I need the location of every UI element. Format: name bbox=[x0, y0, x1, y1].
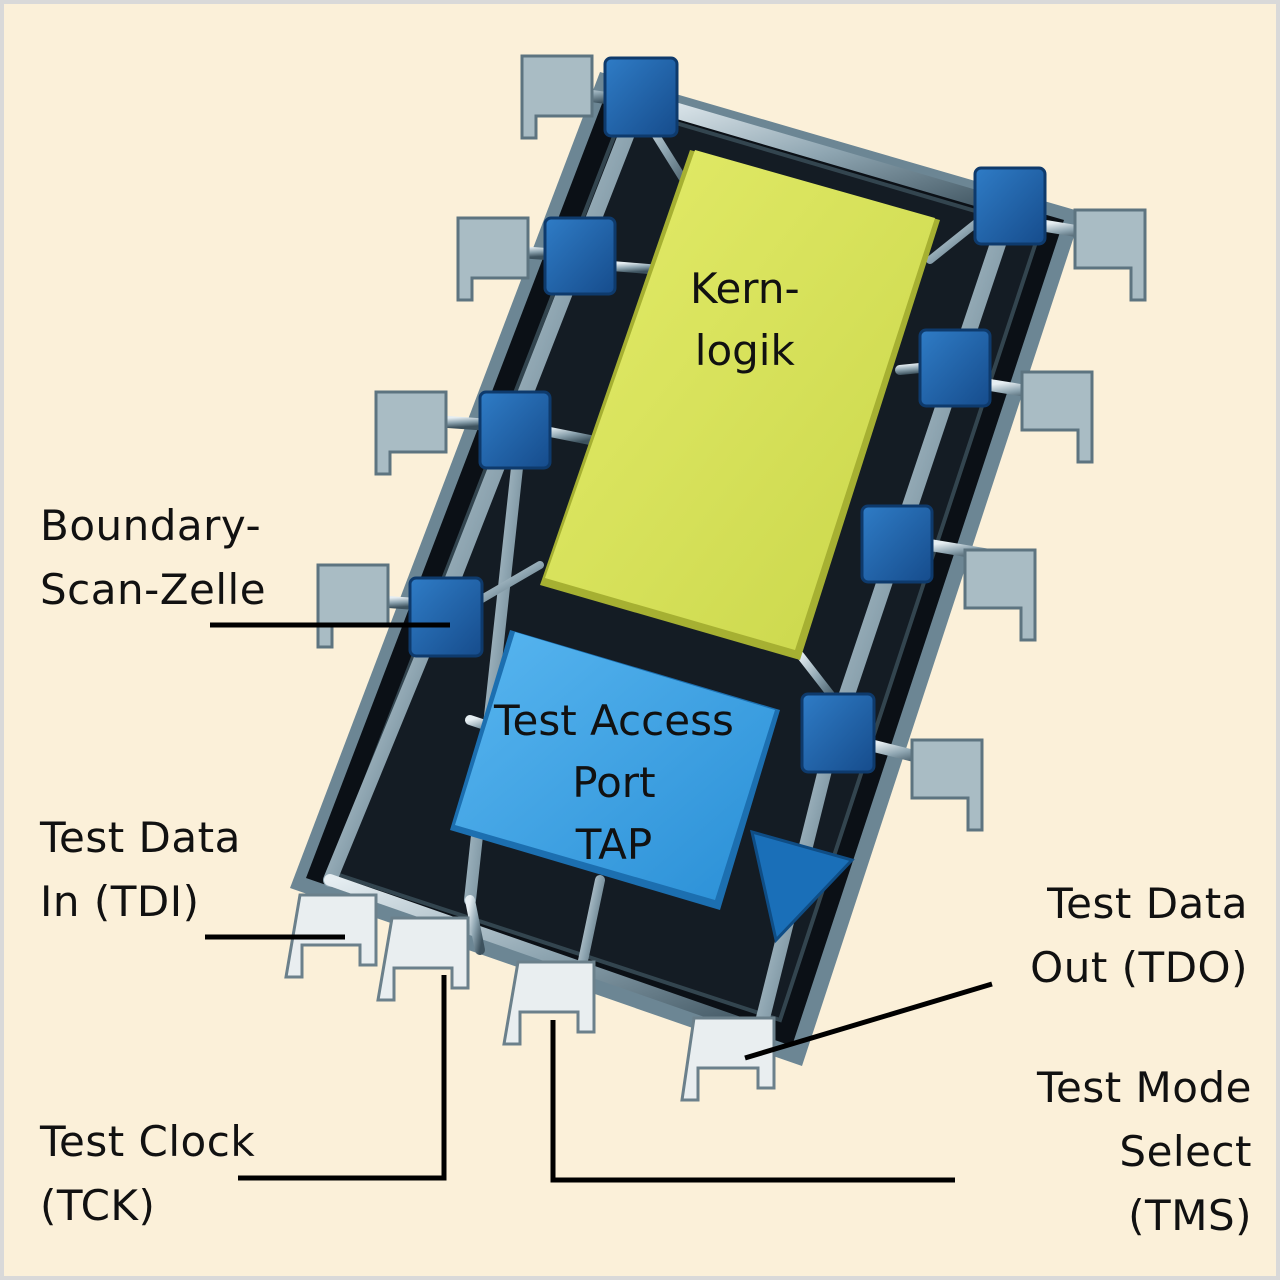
tms-line-2: Select bbox=[1119, 1127, 1252, 1176]
pin bbox=[520, 54, 594, 140]
tdi-line-1: Test Data bbox=[40, 813, 241, 862]
core-logic-line-2: logik bbox=[694, 326, 795, 375]
core-logic-label: Kern- logik bbox=[690, 258, 800, 382]
leader-lines bbox=[205, 622, 993, 1183]
scan-cell bbox=[973, 166, 1047, 246]
pin bbox=[1073, 208, 1147, 302]
side-pins bbox=[316, 54, 1147, 832]
tdo-line-1: Test Data bbox=[1047, 879, 1248, 928]
core-logic-block bbox=[540, 150, 940, 660]
tms-leader bbox=[550, 1020, 955, 1183]
scan-cell bbox=[800, 692, 876, 774]
tdi-line-2: In (TDI) bbox=[40, 877, 200, 926]
scan-cell bbox=[918, 328, 992, 408]
tms-label: Test Mode Select (TMS) bbox=[1037, 1056, 1252, 1248]
core-logic-line-1: Kern- bbox=[690, 264, 800, 313]
pin bbox=[456, 216, 530, 302]
tap-line-1: Test Access bbox=[494, 696, 734, 745]
tck-label: Test Clock (TCK) bbox=[40, 1110, 255, 1238]
tdo-leader bbox=[744, 981, 993, 1061]
boundary-line-1: Boundary- bbox=[40, 501, 262, 550]
boundary-scan-cells bbox=[408, 56, 1047, 774]
scan-cell bbox=[543, 216, 617, 296]
tdo-label: Test Data Out (TDO) bbox=[1030, 872, 1248, 1000]
pin bbox=[1020, 370, 1094, 464]
tap-line-3: TAP bbox=[575, 820, 653, 869]
tck-line-2: (TCK) bbox=[40, 1181, 156, 1230]
pin bbox=[374, 390, 448, 476]
tck-leader bbox=[238, 975, 447, 1181]
tms-line-1: Test Mode bbox=[1037, 1063, 1252, 1112]
tap-block bbox=[450, 630, 780, 910]
boundary-line-2: Scan-Zelle bbox=[40, 565, 267, 614]
scan-cell bbox=[408, 576, 484, 658]
pin bbox=[910, 738, 984, 832]
tdi-label: Test Data In (TDI) bbox=[40, 806, 241, 934]
scan-cell bbox=[603, 56, 679, 138]
scan-cell bbox=[478, 390, 552, 470]
tms-line-3: (TMS) bbox=[1128, 1191, 1252, 1240]
tdo-line-2: Out (TDO) bbox=[1030, 943, 1248, 992]
tdo-pin bbox=[680, 1016, 776, 1102]
pin bbox=[316, 563, 390, 649]
tck-pin bbox=[376, 916, 470, 1002]
tap-label: Test Access Port TAP bbox=[494, 690, 734, 876]
tms-pin bbox=[502, 960, 596, 1046]
scan-cell bbox=[860, 504, 934, 584]
pin bbox=[963, 548, 1037, 642]
tck-line-1: Test Clock bbox=[40, 1117, 256, 1166]
boundary-scan-cell-label: Boundary- Scan-Zelle bbox=[40, 494, 266, 622]
tap-line-2: Port bbox=[572, 758, 656, 807]
triangle-down-right-icon bbox=[749, 829, 855, 944]
